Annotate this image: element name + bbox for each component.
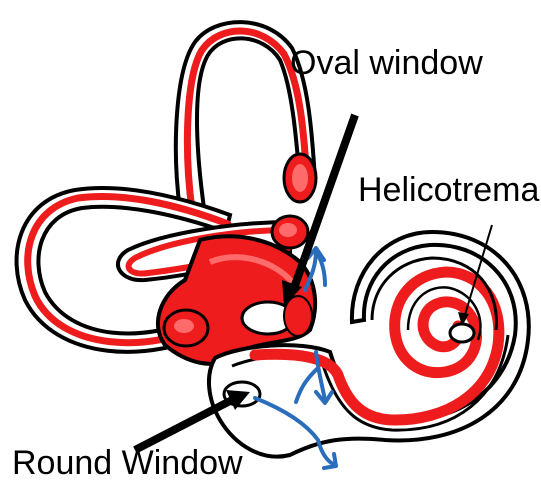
helicotrema-label: Helicotrema [358,173,539,207]
round-window-pointer [135,400,232,450]
oval-window-label: Oval window [290,46,483,80]
helicotrema [450,324,474,342]
round-window-label: Round Window [12,446,243,480]
